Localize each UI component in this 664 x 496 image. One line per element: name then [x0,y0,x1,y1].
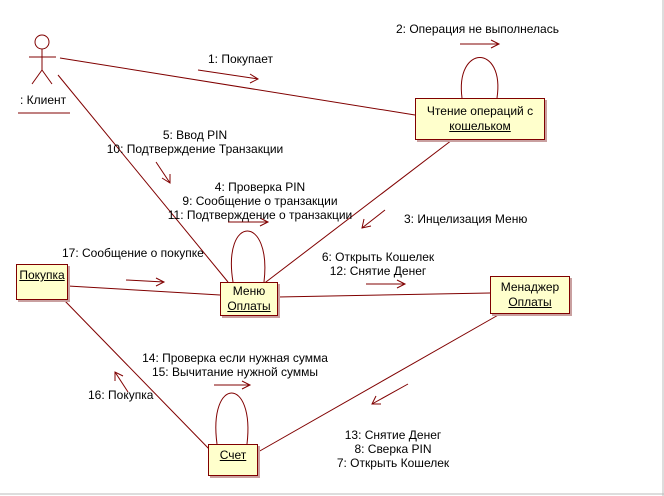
message-label-13-8-7: 13: Снятие Денег 8: Сверка PIN 7: Открыт… [328,428,458,470]
object-payment-menu-line2: Оплаты [227,299,271,313]
object-reading-operations-line2: кошельком [449,119,511,133]
arrow-msg-4-9-11 [228,217,270,227]
message-label-4-9-11: 4: Проверка PIN 9: Сообщение о транзакци… [160,180,360,222]
message-label-6-12: 6: Открыть Кошелек 12: Снятие Денег [318,250,438,278]
message-label-4: 4: Проверка PIN [214,180,306,194]
object-purchase-label: Покупка [19,268,65,282]
message-label-14: 14: Проверка если нужная сумма [142,351,328,365]
self-loop-reading [460,57,499,99]
arrow-msg-3 [361,209,386,229]
message-label-6: 6: Открыть Кошелек [321,250,435,264]
message-label-17: 17: Сообщение о покупке [62,246,204,260]
link-manager-account [257,313,501,453]
message-label-8: 8: Сверка PIN [354,442,432,456]
link-client-reading [59,57,416,116]
arrow-msg-1 [197,69,260,84]
message-label-5: 5: Ввод PIN [162,128,228,142]
message-label-14-15: 14: Проверка если нужная сумма 15: Вычит… [130,351,340,379]
object-reading-operations[interactable]: Чтение операций с кошельком [415,98,545,140]
message-label-12: 12: Снятие Денег [329,264,427,278]
actor-figure-icon[interactable] [29,34,56,85]
self-loop-account [215,392,249,445]
message-label-5-10: 5: Ввод PIN 10: Подтверждение Транзакции [100,128,290,156]
arrow-msg-13-8-7 [371,383,409,405]
object-purchase[interactable]: Покупка [16,264,68,300]
object-payment-manager-line1: Менаджер [500,280,560,294]
message-label-3: 3: Инцелизация Меню [404,212,528,226]
arrow-msg-16 [114,371,129,393]
arrow-msg-14-15 [214,380,252,390]
object-payment-manager-line2: Оплаты [508,295,552,309]
object-payment-menu[interactable]: Меню Оплаты [220,282,278,316]
arrow-msg-17 [125,277,166,287]
self-loop-menu [231,230,266,283]
message-label-16: 16: Покупка [88,388,154,402]
message-label-15: 15: Вычитание нужной суммы [151,365,319,379]
link-reading-menu [261,139,453,286]
message-label-1: 1: Покупает [208,52,273,66]
message-label-13: 13: Снятие Денег [344,428,442,442]
message-label-9: 9: Сообщение о транзакции [182,194,338,208]
link-menu-manager [277,292,491,298]
link-purchase-account [63,299,213,453]
message-label-10: 10: Подтверждение Транзакции [106,142,284,156]
object-payment-manager[interactable]: Менаджер Оплаты [490,276,570,314]
object-payment-menu-line1: Меню [232,284,266,298]
object-account-label: Счет [219,448,247,462]
message-label-7: 7: Открыть Кошелек [336,456,450,470]
arrow-msg-6-12 [366,279,407,289]
message-label-2: 2: Операция не выполнелась [396,22,559,36]
link-purchase-menu [67,285,221,296]
actor-name-label[interactable]: : Клиент [20,93,67,107]
arrow-msg-2 [460,39,501,49]
message-label-11: 11: Подтверждение о транзакции [167,208,353,222]
link-client-menu [57,74,229,283]
object-account[interactable]: Счет [208,444,258,476]
arrow-msg-5-10 [155,161,171,184]
object-reading-operations-line1: Чтение операций с [426,104,534,118]
